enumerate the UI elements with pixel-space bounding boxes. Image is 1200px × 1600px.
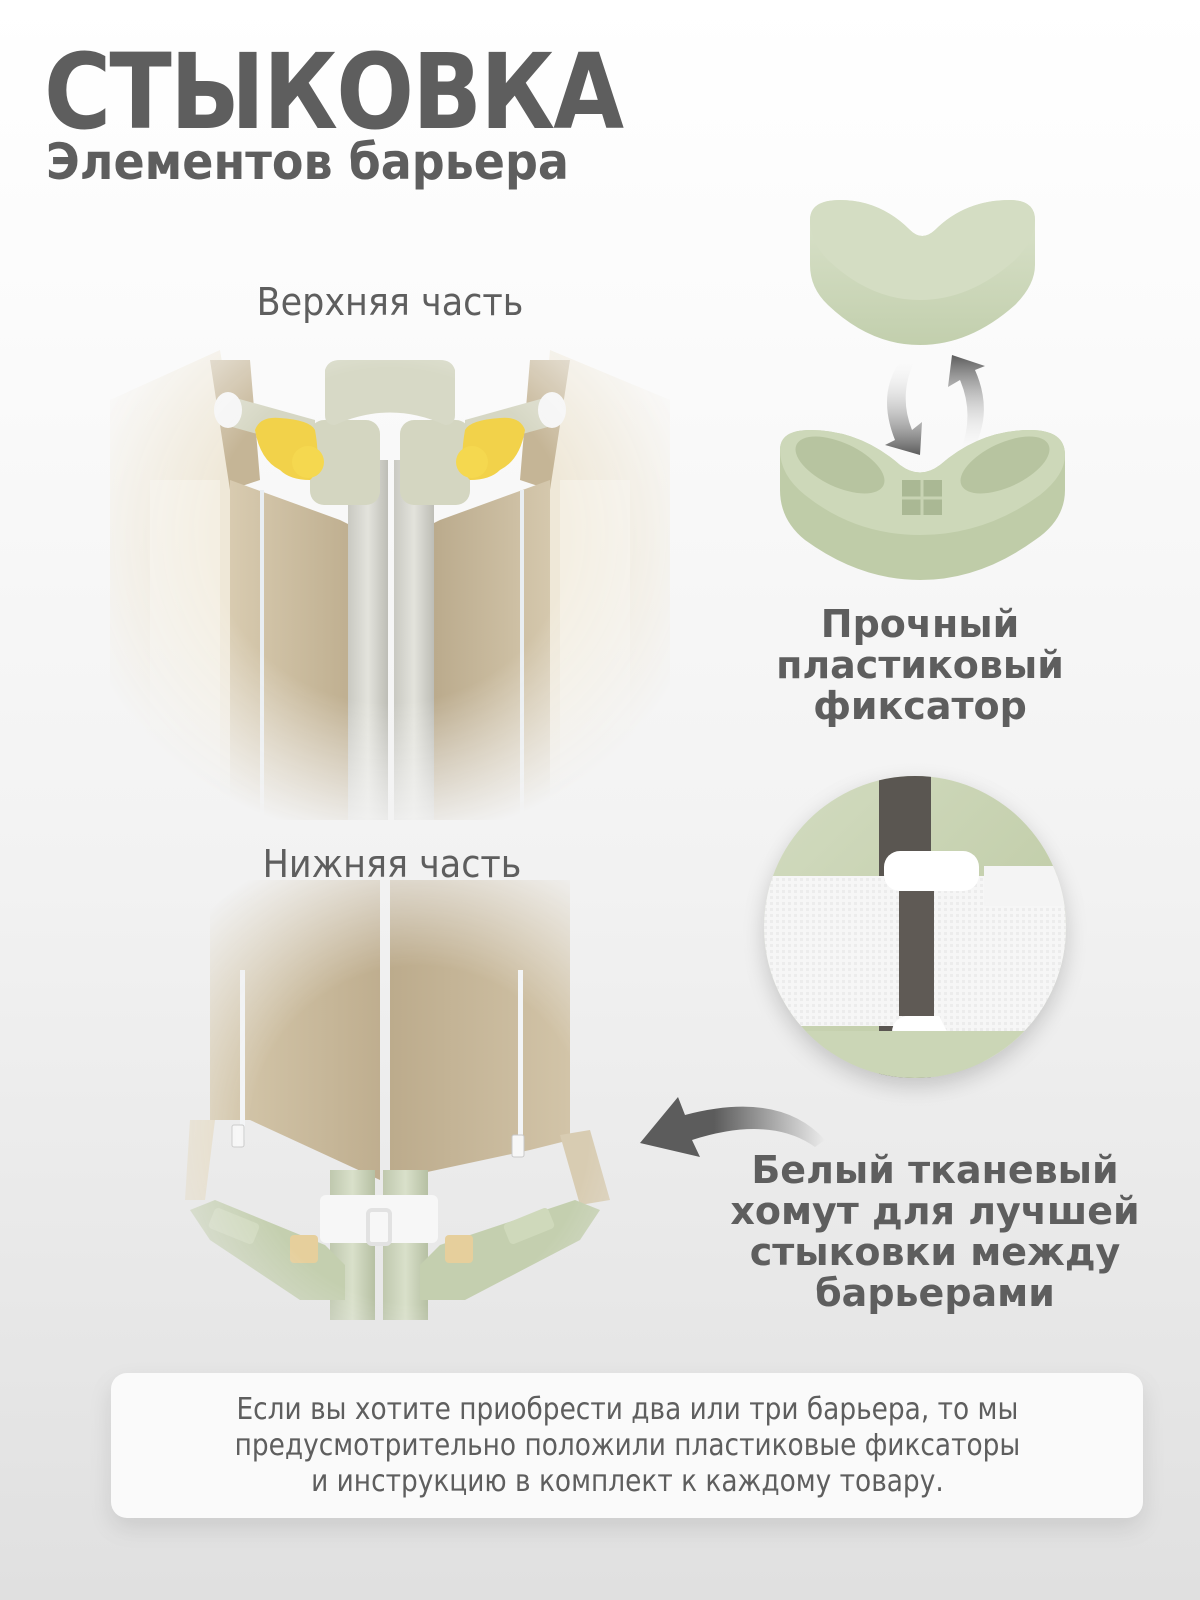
velcro-strap-closeup: [764, 776, 1066, 1078]
page-subtitle: Элементов барьера: [46, 133, 569, 191]
info-card-text: Если вы хотите приобрести два или три ба…: [234, 1392, 1020, 1500]
info-card-line: предусмотрительно положили пластиковые ф…: [234, 1427, 1020, 1463]
curved-arrow-left-icon: [640, 1085, 830, 1165]
swap-arrows-icon: [885, 355, 985, 455]
plastic-fixator-render: [770, 190, 1080, 590]
upper-part-label: Верхняя часть: [256, 280, 524, 324]
fixator-caption-line: пластиковый: [776, 643, 1064, 688]
upper-joint-photo: [110, 330, 670, 820]
strap-caption-line: Белый тканевый: [751, 1148, 1119, 1192]
fixator-caption-line: фиксатор: [813, 684, 1027, 729]
page-title: СТЫКОВКА: [44, 31, 624, 153]
strap-caption-line: барьерами: [815, 1271, 1055, 1316]
lower-part-label: Нижняя часть: [262, 842, 522, 886]
info-card-line: и инструкцию в комплект к каждому товару…: [310, 1463, 944, 1499]
strap-caption-line: хомут для лучшей: [730, 1189, 1140, 1234]
fixator-caption: Прочный пластиковый фиксатор: [760, 602, 1080, 729]
info-card-line: Если вы хотите приобрести два или три ба…: [236, 1391, 1018, 1427]
fixator-caption-line: Прочный: [820, 602, 1020, 646]
strap-caption: Белый тканевый хомут для лучшей стыковки…: [720, 1148, 1150, 1316]
info-card: Если вы хотите приобрести два или три ба…: [111, 1373, 1143, 1518]
strap-caption-line: стыковки между: [749, 1230, 1121, 1275]
lower-joint-photo: [150, 880, 710, 1320]
